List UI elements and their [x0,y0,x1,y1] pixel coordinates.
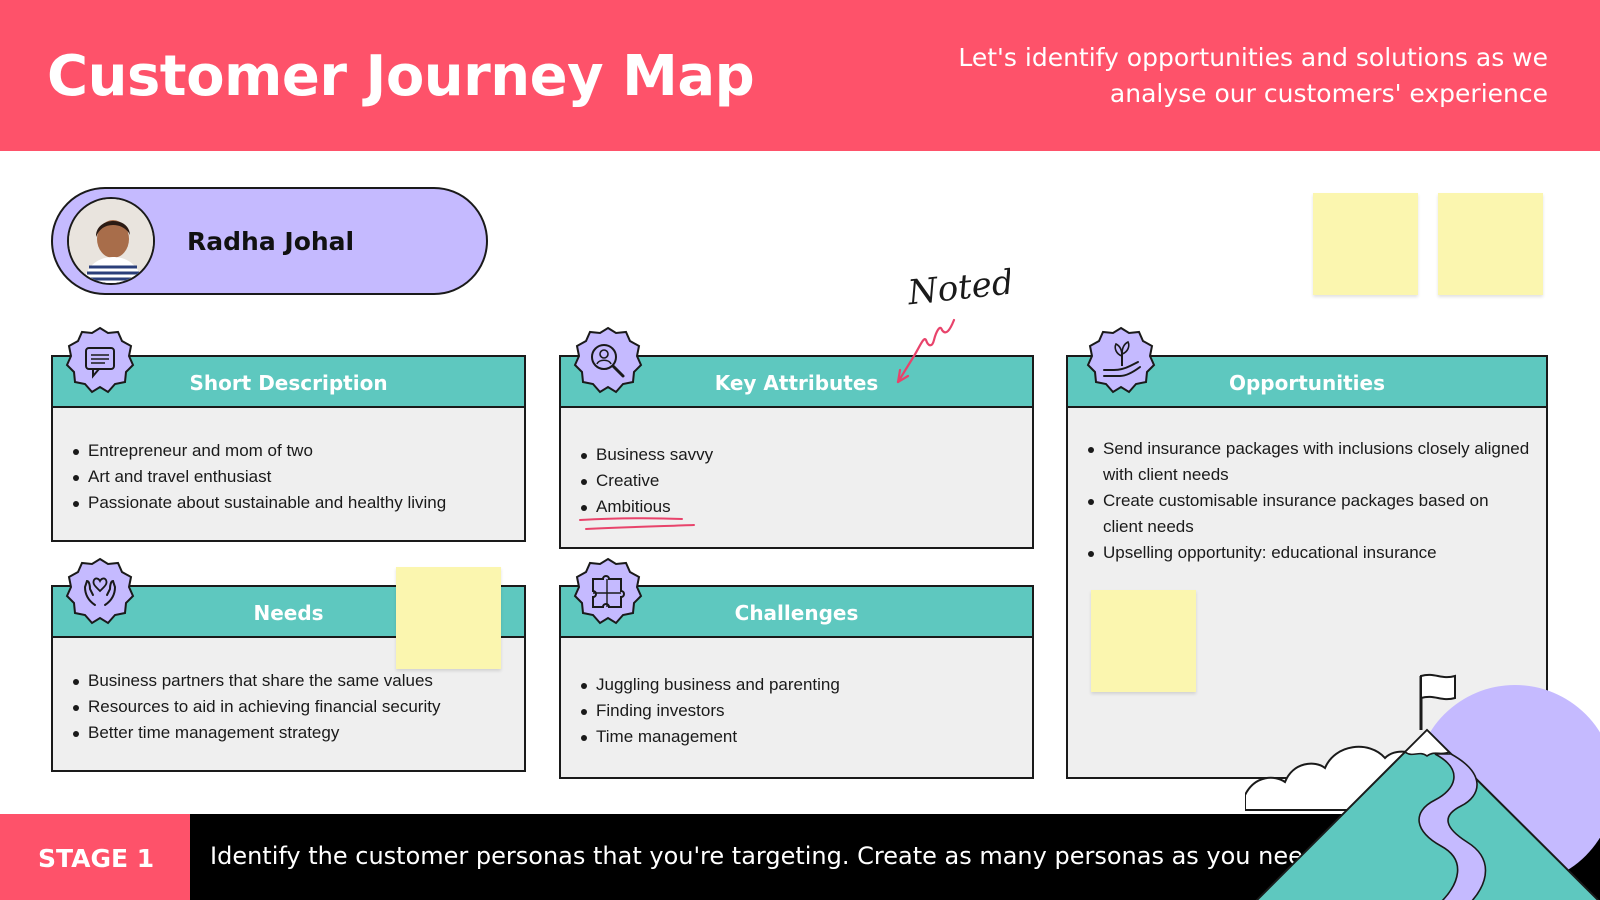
puzzle-icon [573,557,643,625]
card-key-attributes: Key Attributes Business savvy Creative A… [559,355,1034,549]
list-item: Send insurance packages with inclusions … [1086,436,1532,488]
list-item: Business partners that share the same va… [71,668,510,694]
card-title: Short Description [189,371,388,395]
avatar [67,197,155,285]
bullet-list: Business savvy Creative Ambitious [579,442,1018,520]
card-body: Business savvy Creative Ambitious [559,406,1034,549]
list-item: Resources to aid in achieving financial … [71,694,510,720]
card-challenges: Challenges Juggling business and parenti… [559,585,1034,779]
stage-description: Identify the customer personas that you'… [210,842,1326,870]
card-title: Challenges [734,601,859,625]
chat-bubble-icon [65,326,135,394]
list-item: Ambitious [579,494,1018,520]
list-item: Upselling opportunity: educational insur… [1086,540,1532,566]
bullet-list: Entrepreneur and mom of two Art and trav… [71,438,510,516]
bullet-list: Business partners that share the same va… [71,668,510,746]
card-body: Entrepreneur and mom of two Art and trav… [51,406,526,542]
mountain-flag-illustration [1245,673,1600,900]
highlight-underline [579,517,695,530]
page-title: Customer Journey Map [47,44,755,109]
list-item: Time management [579,724,1018,750]
page-subtitle: Let's identify opportunities and solutio… [958,43,1548,108]
handwritten-annotation: Noted [896,262,1010,384]
list-item: Finding investors [579,698,1018,724]
header-banner: Customer Journey Map Let's identify oppo… [0,0,1600,151]
search-person-icon [573,326,643,394]
hands-heart-icon [65,557,135,625]
list-item: Business savvy [579,442,1018,468]
card-header: Challenges [559,585,1034,638]
bullet-list: Juggling business and parenting Finding … [579,672,1018,750]
sticky-note[interactable] [396,567,501,669]
sticky-note[interactable] [1091,590,1196,692]
card-body: Juggling business and parenting Finding … [559,636,1034,779]
card-title: Key Attributes [714,371,879,395]
persona-card[interactable]: Radha Johal [51,187,488,295]
list-item: Art and travel enthusiast [71,464,510,490]
list-item: Creative [579,468,1018,494]
list-item: Entrepreneur and mom of two [71,438,510,464]
list-item: Juggling business and parenting [579,672,1018,698]
card-body: Business partners that share the same va… [51,636,526,772]
hand-plant-icon [1086,326,1156,394]
card-short-description: Short Description Entrepreneur and mom o… [51,355,526,542]
list-item: Create customisable insurance packages b… [1086,488,1532,540]
card-title: Opportunities [1228,371,1385,395]
sticky-note[interactable] [1438,193,1543,295]
card-title: Needs [253,601,324,625]
sticky-note[interactable] [1313,193,1418,295]
stage-badge: STAGE 1 [0,814,190,900]
bullet-list: Send insurance packages with inclusions … [1086,436,1532,566]
persona-name: Radha Johal [187,227,355,256]
list-item: Better time management strategy [71,720,510,746]
noted-label: Noted [905,262,1010,313]
stage-label: STAGE 1 [38,844,155,873]
list-item: Passionate about sustainable and healthy… [71,490,510,516]
